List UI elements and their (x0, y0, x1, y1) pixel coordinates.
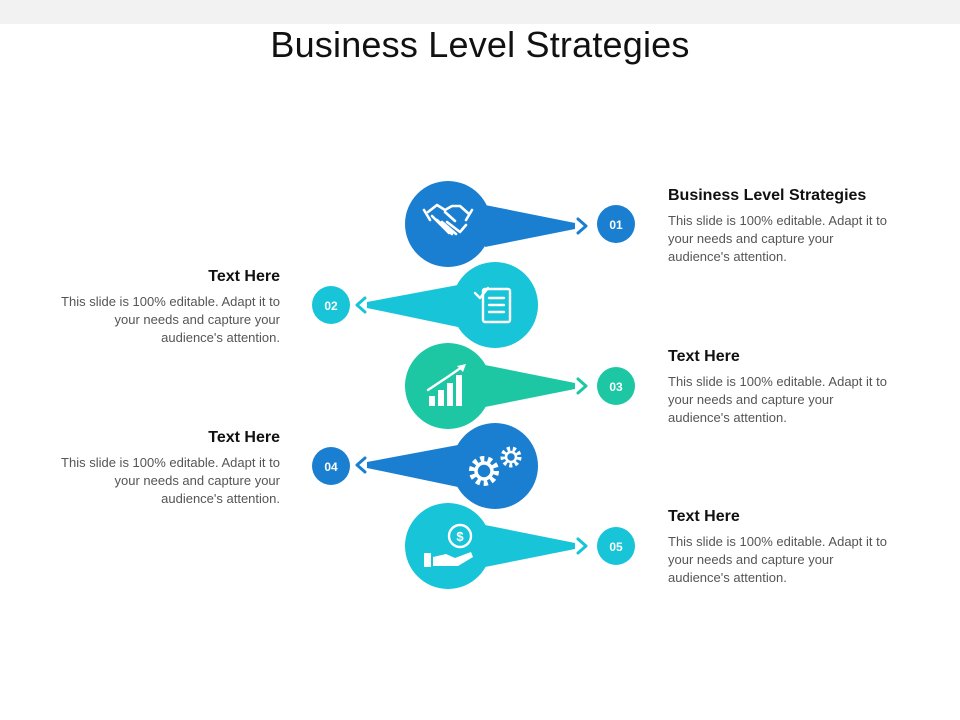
step-03-arrowhead (576, 377, 588, 395)
step-02-heading: Text Here (208, 268, 280, 285)
step-03-text: Text Here This slide is 100% editable. A… (668, 347, 893, 427)
money-hand-icon: $ (424, 523, 473, 567)
step-05-heading: Text Here (668, 508, 740, 525)
step-05: $ 05 (405, 503, 635, 589)
svg-text:$: $ (456, 529, 464, 544)
step-04-description: This slide is 100% editable. Adapt it to… (61, 455, 280, 506)
step-02-arrowhead (355, 296, 367, 314)
step-01-connector (485, 205, 575, 247)
step-05-arrowhead (576, 537, 588, 555)
step-04-text: Text Here This slide is 100% editable. A… (55, 428, 280, 508)
handshake-icon (422, 203, 474, 236)
growth-chart-icon (426, 364, 466, 406)
step-01-number: 01 (609, 218, 623, 232)
step-03-heading: Text Here (668, 348, 740, 365)
step-01-number-badge (597, 205, 635, 243)
step-05-connector (485, 525, 575, 567)
step-01-text: Business Level Strategies This slide is … (668, 186, 918, 266)
step-03: 03 (405, 343, 635, 429)
step-02-connector (367, 285, 458, 327)
step-04-connector (367, 445, 458, 487)
step-02-description: This slide is 100% editable. Adapt it to… (61, 294, 280, 345)
step-05-number-badge (597, 527, 635, 565)
step-01: 01 (405, 181, 635, 267)
step-03-number: 03 (609, 380, 623, 394)
step-04-number-badge (312, 447, 350, 485)
slide-title: Business Level Strategies (270, 24, 690, 65)
checklist-icon (473, 286, 512, 324)
step-04: 04 (312, 423, 538, 509)
step-03-description: This slide is 100% editable. Adapt it to… (668, 374, 887, 425)
step-04-number: 04 (324, 460, 338, 474)
step-03-number-badge (597, 367, 635, 405)
step-02-number-badge (312, 286, 350, 324)
step-03-connector (485, 365, 575, 407)
top-bar (0, 0, 960, 24)
step-05-number: 05 (609, 540, 623, 554)
step-05-icon-circle (405, 503, 491, 589)
step-04-heading: Text Here (208, 429, 280, 446)
step-02: 02 (312, 262, 538, 348)
step-05-description: This slide is 100% editable. Adapt it to… (668, 534, 887, 585)
step-02-number: 02 (324, 299, 338, 313)
step-01-arrowhead (576, 217, 588, 235)
step-04-arrowhead (355, 456, 367, 474)
step-01-heading: Business Level Strategies (668, 187, 867, 204)
gears-icon (469, 446, 522, 486)
step-02-text: Text Here This slide is 100% editable. A… (55, 267, 280, 347)
step-01-description: This slide is 100% editable. Adapt it to… (668, 213, 887, 264)
step-05-text: Text Here This slide is 100% editable. A… (668, 507, 893, 587)
